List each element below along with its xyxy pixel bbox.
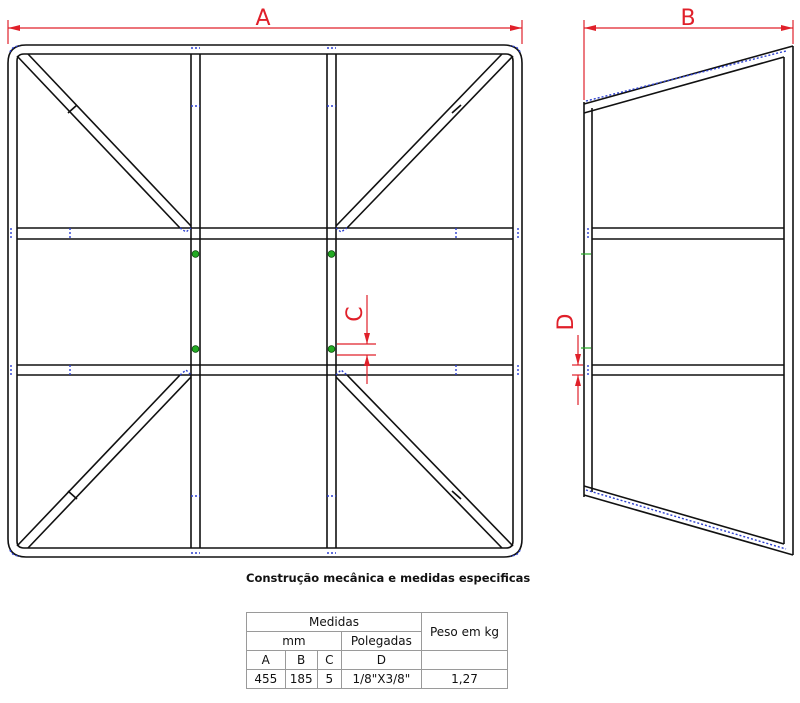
side-weld-marks xyxy=(581,253,591,349)
peso-spacer xyxy=(421,650,508,670)
col-b-header: B xyxy=(284,650,318,670)
technical-drawing: A C B xyxy=(7,6,794,558)
inner-frame xyxy=(16,53,514,549)
dimension-d xyxy=(572,335,583,405)
value-a: 455 xyxy=(246,669,286,689)
medidas-header: Medidas xyxy=(246,612,422,632)
outer-frame xyxy=(7,44,523,558)
peso-header: Peso em kg xyxy=(421,612,508,651)
value-peso: 1,27 xyxy=(421,669,508,689)
dimension-label-a: A xyxy=(255,6,270,31)
diagonal-top-right xyxy=(346,55,514,229)
col-d-header: D xyxy=(340,650,423,670)
weld-points xyxy=(191,250,336,353)
col-c-header: C xyxy=(316,650,342,670)
diagonal-top-left xyxy=(16,55,181,229)
caption: Construção mecânica e medidas especifica… xyxy=(246,571,531,585)
value-c: 5 xyxy=(316,669,342,689)
mm-header: mm xyxy=(246,631,342,651)
dimension-label-d: D xyxy=(554,314,579,331)
diagonal-bottom-left xyxy=(16,374,181,547)
col-a-header: A xyxy=(246,650,286,670)
hidden-joints xyxy=(9,45,521,557)
side-view xyxy=(583,45,794,556)
front-view xyxy=(7,44,523,558)
side-hidden-lines xyxy=(585,50,787,550)
value-b: 185 xyxy=(284,669,318,689)
dimension-a xyxy=(7,20,523,44)
value-d: 1/8"X3/8" xyxy=(340,669,423,689)
diagonal-bottom-right xyxy=(346,374,514,547)
specifications-table: Medidas Peso em kg mm Polegadas A B C D … xyxy=(246,612,508,689)
dimension-label-c: C xyxy=(343,306,368,321)
dimension-c xyxy=(337,295,376,384)
dimension-label-b: B xyxy=(680,6,695,31)
dimension-b xyxy=(583,20,794,100)
side-bottom-edge xyxy=(583,494,794,556)
polegadas-header: Polegadas xyxy=(340,631,423,651)
